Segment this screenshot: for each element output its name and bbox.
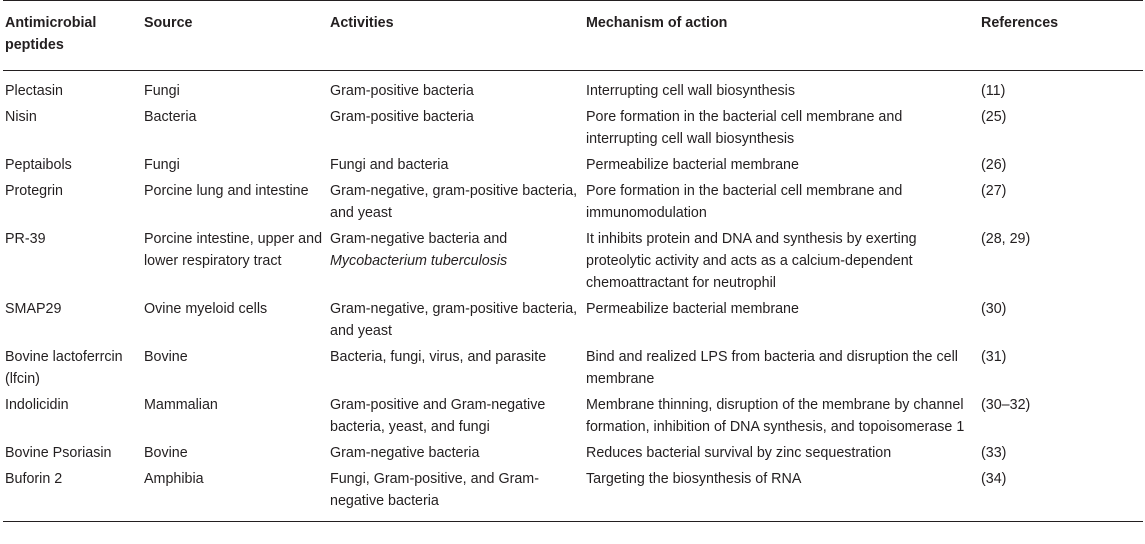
activities-text: Fungi and bacteria <box>330 157 449 173</box>
cell-mechanism: It inhibits protein and DNA and synthesi… <box>586 231 917 291</box>
table-row: PR-39 Porcine intestine, upper and lower… <box>3 225 1143 295</box>
cell-peptide: Indolicidin <box>5 397 69 413</box>
cell-source: Amphibia <box>142 465 328 522</box>
cell-references[interactable]: (30–32) <box>981 397 1031 413</box>
cell-mechanism: Permeabilize bacterial membrane <box>586 301 799 317</box>
cell-source: Porcine lung and intestine <box>144 183 309 199</box>
cell-activities: Gram-negative, gram-positive bacteria, a… <box>328 295 584 343</box>
cell-source: Bovine <box>144 445 188 461</box>
cell-activities: Gram-positive and Gram-negative bacteria… <box>328 391 584 439</box>
cell-references[interactable]: (34) <box>979 465 1143 522</box>
cell-source: Porcine intestine, upper and lower respi… <box>144 231 323 269</box>
header-source: Source <box>142 0 328 71</box>
table-row: Peptaibols Fungi Fungi and bacteria Perm… <box>3 151 1143 177</box>
activities-text: Gram-positive bacteria <box>330 109 474 125</box>
cell-peptide: Plectasin <box>5 83 64 99</box>
cell-activities: Gram-positive bacteria <box>328 103 584 151</box>
activities-text: Gram-negative, gram-positive bacteria, a… <box>330 301 578 339</box>
cell-mechanism: Interrupting cell wall biosynthesis <box>586 83 795 99</box>
cell-activities: Gram-negative, gram-positive bacteria, a… <box>328 177 584 225</box>
cell-references[interactable]: (31) <box>981 349 1007 365</box>
header-activities: Activities <box>328 0 584 71</box>
table-row: Bovine Psoriasin Bovine Gram-negative ba… <box>3 439 1143 465</box>
cell-peptide: SMAP29 <box>5 301 62 317</box>
cell-peptide: PR-39 <box>5 231 46 247</box>
cell-source: Bovine <box>144 349 188 365</box>
activities-text: Gram-negative, gram-positive bacteria, a… <box>330 183 578 221</box>
antimicrobial-peptides-table: Antimicrobial peptides Source Activities… <box>3 0 1143 522</box>
header-mechanism: Mechanism of action <box>584 0 979 71</box>
cell-references[interactable]: (27) <box>981 183 1007 199</box>
table-row: Plectasin Fungi Gram-positive bacteria I… <box>3 71 1143 104</box>
cell-mechanism: Bind and realized LPS from bacteria and … <box>586 349 958 387</box>
cell-activities: Fungi and bacteria <box>328 151 584 177</box>
header-references: References <box>979 0 1143 71</box>
cell-references[interactable]: (11) <box>981 83 1006 99</box>
table-row: SMAP29 Ovine myeloid cells Gram-negative… <box>3 295 1143 343</box>
cell-source: Mammalian <box>144 397 218 413</box>
cell-peptide: Bovine lactoferrcin (lfcin) <box>5 349 123 387</box>
cell-activities: Bacteria, fungi, virus, and parasite <box>328 343 584 391</box>
table-header: Antimicrobial peptides Source Activities… <box>3 0 1143 71</box>
cell-activities: Gram-negative bacteria <box>328 439 584 465</box>
cell-activities: Gram-negative bacteria and Mycobacterium… <box>328 225 584 295</box>
cell-mechanism: Membrane thinning, disruption of the mem… <box>586 397 965 435</box>
cell-activities: Gram-positive bacteria <box>328 71 584 104</box>
cell-peptide: Buforin 2 <box>3 465 142 522</box>
table-row: Indolicidin Mammalian Gram-positive and … <box>3 391 1143 439</box>
cell-activities: Fungi, Gram-positive, and Gram-negative … <box>328 465 584 522</box>
cell-references[interactable]: (33) <box>981 445 1007 461</box>
activities-text: Gram-negative bacteria <box>330 445 480 461</box>
activities-italic-text: Mycobacterium tuberculosis <box>330 253 508 269</box>
cell-mechanism: Pore formation in the bacterial cell mem… <box>586 109 903 147</box>
activities-text: Gram-positive and Gram-negative bacteria… <box>330 397 546 435</box>
cell-peptide: Protegrin <box>5 183 64 199</box>
cell-references[interactable]: (26) <box>981 157 1007 173</box>
cell-mechanism: Pore formation in the bacterial cell mem… <box>586 183 903 221</box>
cell-source: Bacteria <box>144 109 197 125</box>
table-body: Plectasin Fungi Gram-positive bacteria I… <box>3 71 1143 522</box>
table-row: Bovine lactoferrcin (lfcin) Bovine Bacte… <box>3 343 1143 391</box>
cell-mechanism: Reduces bacterial survival by zinc seque… <box>586 445 892 461</box>
cell-peptide: Nisin <box>5 109 37 125</box>
activities-text: Gram-negative bacteria and <box>330 231 508 247</box>
cell-source: Ovine myeloid cells <box>144 301 268 317</box>
table-row: Nisin Bacteria Gram-positive bacteria Po… <box>3 103 1143 151</box>
cell-source: Fungi <box>144 83 180 99</box>
cell-peptide: Peptaibols <box>5 157 72 173</box>
cell-peptide: Bovine Psoriasin <box>5 445 112 461</box>
table-row: Protegrin Porcine lung and intestine Gra… <box>3 177 1143 225</box>
activities-text: Fungi, Gram-positive, and Gram-negative … <box>330 471 539 509</box>
table-row: Buforin 2 Amphibia Fungi, Gram-positive,… <box>3 465 1143 522</box>
cell-mechanism: Targeting the biosynthesis of RNA <box>584 465 979 522</box>
header-peptides: Antimicrobial peptides <box>3 0 142 71</box>
cell-references[interactable]: (30) <box>981 301 1007 317</box>
header-row: Antimicrobial peptides Source Activities… <box>3 0 1143 71</box>
cell-references[interactable]: (25) <box>981 109 1007 125</box>
activities-text: Gram-positive bacteria <box>330 83 474 99</box>
cell-mechanism: Permeabilize bacterial membrane <box>586 157 799 173</box>
cell-source: Fungi <box>144 157 180 173</box>
activities-text: Bacteria, fungi, virus, and parasite <box>330 349 547 365</box>
cell-references[interactable]: (28, 29) <box>981 231 1031 247</box>
